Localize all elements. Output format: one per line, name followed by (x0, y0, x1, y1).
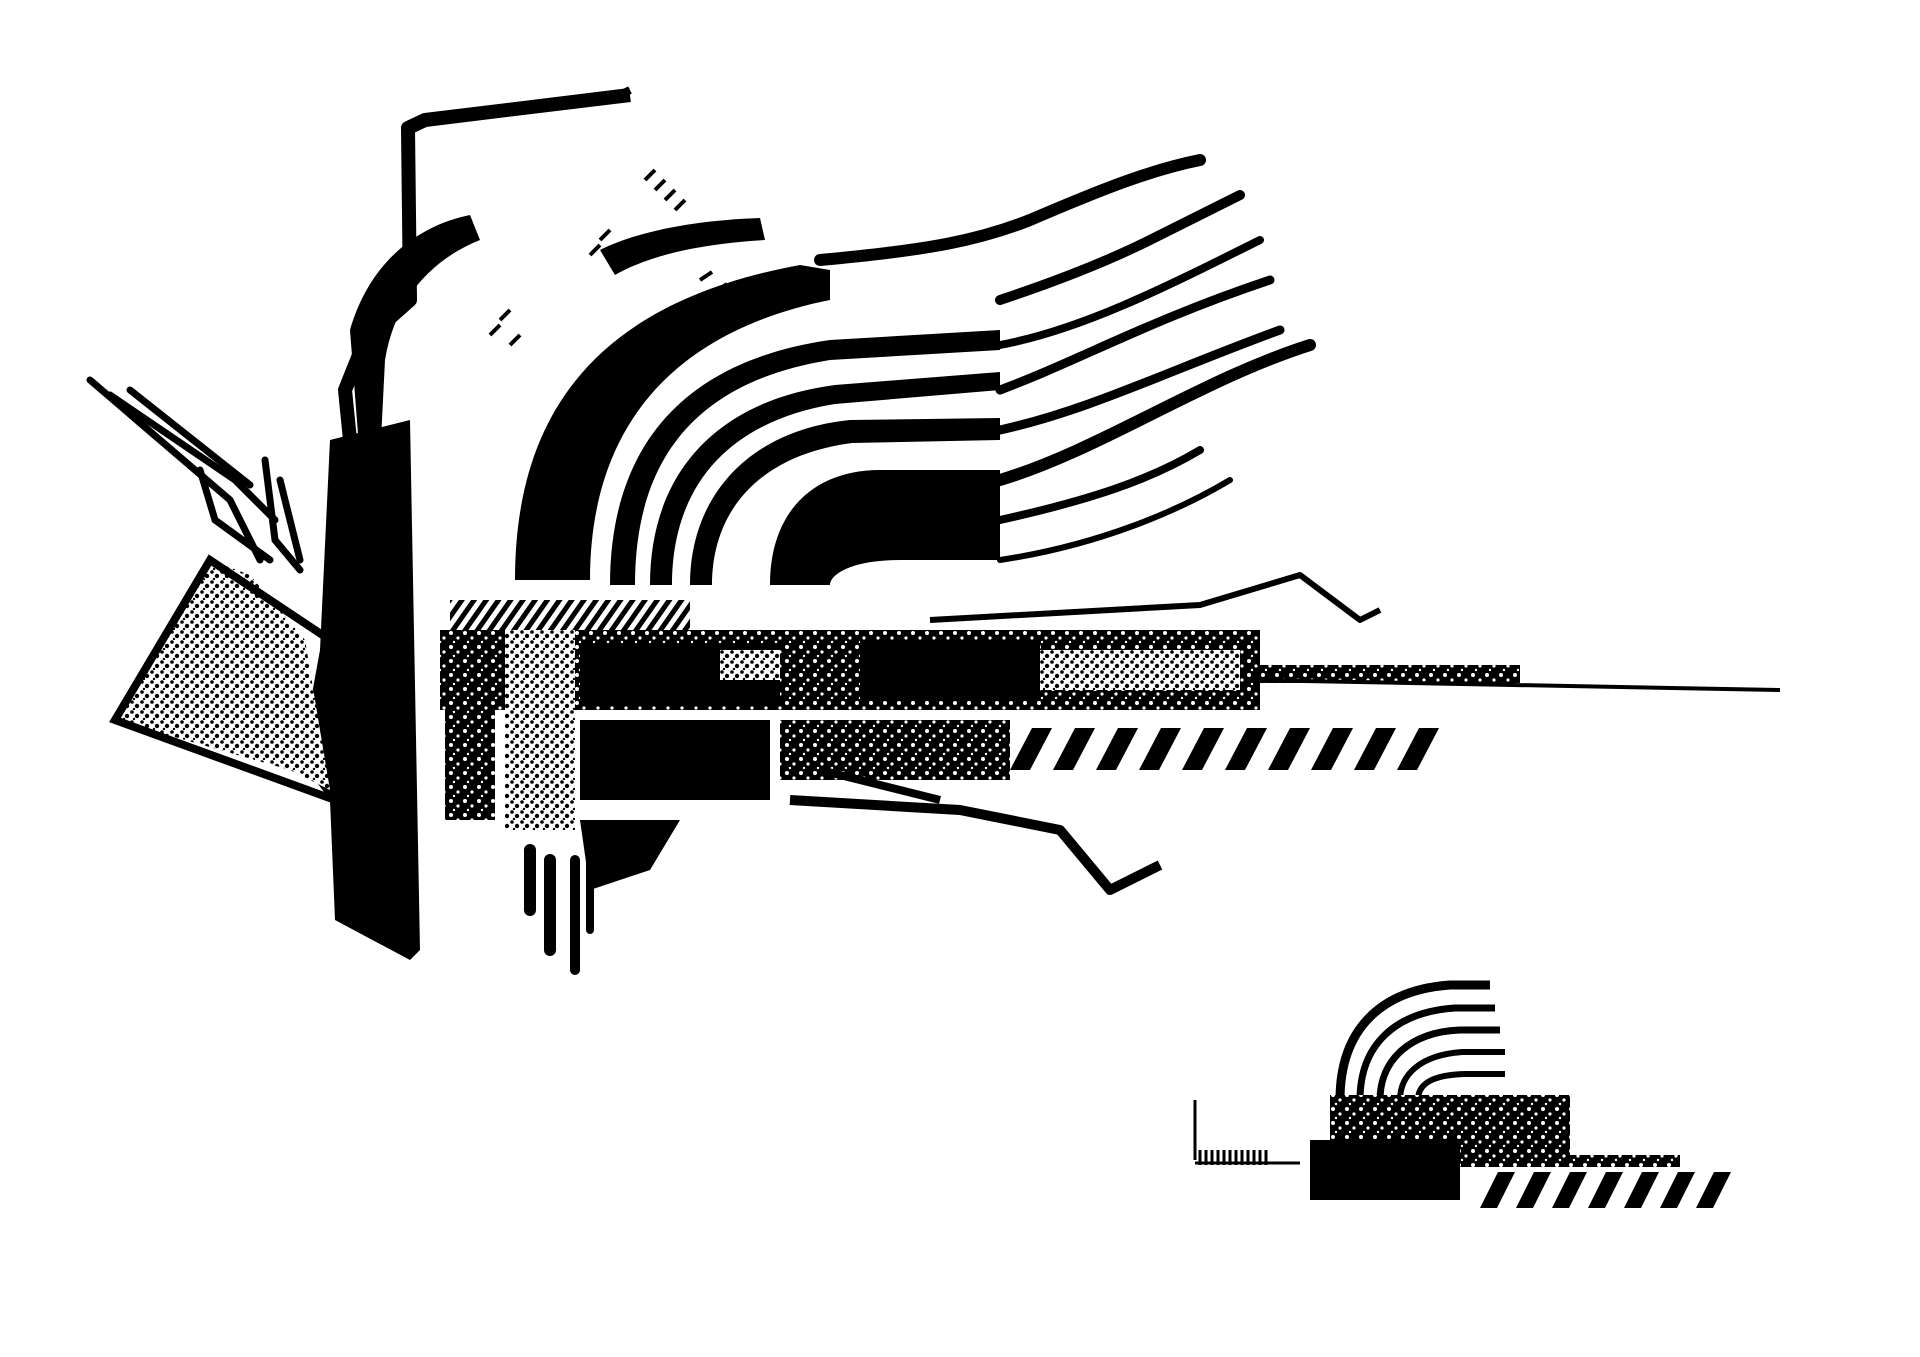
large-arc-band (515, 218, 1000, 585)
small-stripe (1696, 1172, 1731, 1208)
stripe (1354, 728, 1396, 770)
small-stripe (1660, 1172, 1695, 1208)
drip-strokes (524, 844, 594, 975)
left-spikes (86, 376, 304, 574)
swooping-lines (814, 154, 1316, 563)
triangle-outline (109, 554, 340, 806)
stripe (1311, 728, 1353, 770)
small-tick-marks (1193, 1100, 1300, 1165)
small-stripe (1624, 1172, 1659, 1208)
top-zigzag-line (338, 88, 631, 441)
stripe (1096, 728, 1138, 770)
pillar-body (300, 420, 420, 960)
lower-arm-inner (819, 766, 941, 804)
arc-tick-marks (488, 168, 729, 347)
small-stripe (1552, 1172, 1587, 1208)
vertical-pillar (350, 215, 480, 460)
lower-wedge (580, 820, 680, 890)
small-spine-right (1460, 1155, 1680, 1167)
small-dark-block (1310, 1140, 1460, 1200)
horizontal-spine (440, 600, 1781, 830)
stripe (1225, 728, 1267, 770)
stripe (1182, 728, 1224, 770)
stripe (1010, 728, 1052, 770)
small-stripe-bar (1480, 1172, 1731, 1208)
upper-arm-line (929, 572, 1382, 623)
main-composition (86, 86, 1781, 975)
small-stripe (1516, 1172, 1551, 1208)
stripe (1397, 728, 1439, 770)
stripe (1268, 728, 1310, 770)
small-stripe (1480, 1172, 1515, 1208)
stripe (1053, 728, 1095, 770)
small-arc-band (1335, 980, 1505, 1101)
diagonal-stripe-bar (1010, 728, 1439, 770)
lower-arm-line (789, 795, 1163, 895)
top-zigzag-tail (618, 86, 632, 99)
small-stripe (1588, 1172, 1623, 1208)
small-composition (1193, 980, 1731, 1208)
textured-triangle (115, 560, 330, 790)
stripe (1139, 728, 1181, 770)
